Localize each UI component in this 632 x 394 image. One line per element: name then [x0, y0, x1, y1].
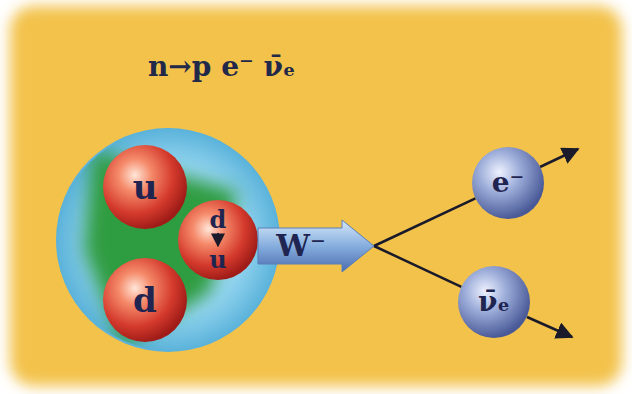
- particle-symbol: u: [209, 248, 226, 272]
- particle-symbol: e⁻: [492, 169, 525, 197]
- sphere: [103, 258, 187, 342]
- sphere: [103, 145, 187, 229]
- sphere: [472, 147, 544, 219]
- electron-path: [540, 149, 578, 167]
- particle-symbol: d: [210, 208, 227, 232]
- boson-arrow-shape: [258, 220, 374, 272]
- particle-symbol: ν̄ₑ: [478, 288, 510, 316]
- sphere: [178, 200, 258, 280]
- particle-symbol: W⁻: [276, 231, 326, 261]
- antineutrino-ball: ν̄ₑ: [458, 266, 530, 338]
- down-quark: d: [103, 258, 187, 342]
- reaction-title: n→p e⁻ ν̄ₑ: [148, 52, 295, 83]
- sphere: [458, 266, 530, 338]
- changing-quark: du: [178, 200, 258, 280]
- up-quark: u: [103, 145, 187, 229]
- electron-ball: e⁻: [472, 147, 544, 219]
- neutron-sphere: [56, 128, 280, 352]
- particle-symbol: u: [133, 170, 158, 204]
- yellow-ground: [10, 6, 622, 386]
- antineutrino-path: [527, 317, 572, 337]
- decay-line: [374, 198, 475, 246]
- decay-line: [374, 246, 461, 287]
- flavour-change-arrow: [217, 233, 219, 246]
- particle-symbol: d: [133, 283, 157, 317]
- w-boson-arrow: W⁻: [258, 220, 374, 272]
